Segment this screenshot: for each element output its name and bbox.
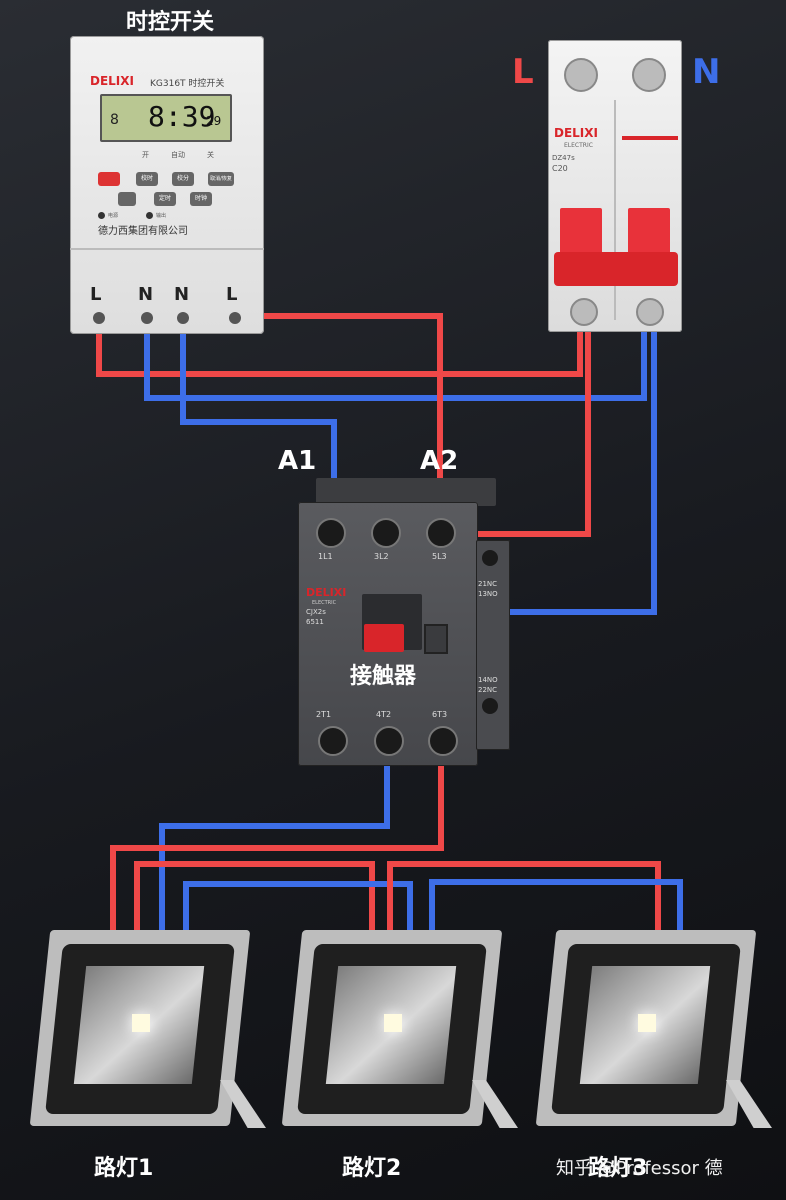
terminal-screw-icon bbox=[371, 518, 401, 548]
circuit-breaker: DELIXI ELECTRIC DZ47s C20 bbox=[548, 40, 682, 332]
neutral-wire-4t2-to-lamps bbox=[159, 740, 390, 935]
lcd-seconds: 29 bbox=[206, 114, 222, 128]
mode-button[interactable] bbox=[98, 172, 120, 186]
terminal-screw-icon bbox=[141, 312, 153, 324]
breaker-brand: DELIXI bbox=[554, 126, 598, 140]
contactor-model2: 6511 bbox=[306, 618, 324, 626]
contactor-label-a1: A1 bbox=[278, 446, 317, 476]
watermark: 知乎 @Professor 德 bbox=[556, 1158, 723, 1179]
timer-terminal-n1: N bbox=[138, 284, 154, 305]
contactor-label-a2: A2 bbox=[420, 446, 459, 476]
timer-set-button[interactable]: 定时 bbox=[154, 192, 176, 206]
street-lamp-1 bbox=[29, 930, 266, 1130]
terminal-screw-icon bbox=[426, 518, 456, 548]
terminal-screw-icon bbox=[93, 312, 105, 324]
neutral-wire-timer-to-a1 bbox=[180, 318, 337, 495]
timer-lcd: 8 8:39 29 bbox=[100, 94, 232, 142]
timer-model: KG316T 时控开关 bbox=[150, 79, 225, 89]
neutral-wire-timer-to-breaker bbox=[144, 316, 647, 401]
breaker-screw-icon bbox=[632, 58, 666, 92]
led-chip-icon bbox=[132, 1014, 150, 1032]
contactor-terminal-1l1: 1L1 bbox=[318, 552, 333, 561]
aux-22nc: 22NC bbox=[478, 686, 498, 694]
breaker-screw-icon bbox=[636, 298, 664, 326]
aux-21nc: 21NC bbox=[478, 580, 498, 588]
neutral-jumper-lamp2-lamp3 bbox=[429, 879, 683, 935]
lamp-label-1: 路灯1 bbox=[94, 1156, 154, 1181]
live-wire-6t3-to-lamps bbox=[110, 740, 444, 935]
breaker-label-l: L bbox=[512, 52, 534, 92]
terminal-screw-icon bbox=[428, 726, 458, 756]
timer-switch: DELIXI KG316T 时控开关 8 8:39 29 开 自动 关 校时 校… bbox=[70, 36, 264, 334]
street-lamp-2 bbox=[281, 930, 518, 1130]
aux-14no: 14NO bbox=[478, 676, 498, 684]
contactor-aux-block: 21NC 13NO 14NO 22NC bbox=[476, 540, 510, 750]
terminal-screw-icon bbox=[374, 726, 404, 756]
contactor-test-button[interactable] bbox=[364, 624, 404, 652]
terminal-screw-icon bbox=[482, 698, 498, 714]
breaker-screw-icon bbox=[564, 58, 598, 92]
mode-label-auto: 自动 bbox=[171, 151, 185, 159]
lcd-time: 8:39 bbox=[148, 100, 216, 133]
contactor-sub: ELECTRIC bbox=[312, 600, 337, 606]
output-indicator-label: 输出 bbox=[156, 213, 167, 219]
timer-terminal-n2: N bbox=[174, 284, 190, 305]
led-chip-icon bbox=[638, 1014, 656, 1032]
breaker-rating: C20 bbox=[552, 164, 568, 173]
contactor-brand: DELIXI bbox=[306, 586, 347, 599]
output-indicator-icon bbox=[146, 212, 153, 219]
breaker-screw-icon bbox=[570, 298, 598, 326]
contactor-terminal-5l3: 5L3 bbox=[432, 552, 447, 561]
lamp-label-2: 路灯2 bbox=[342, 1156, 402, 1181]
breaker-model: DZ47s bbox=[552, 154, 575, 162]
led-chip-icon bbox=[384, 1014, 402, 1032]
neutral-jumper-lamp1-lamp2 bbox=[183, 881, 413, 935]
set-minute-button[interactable]: 校分 bbox=[172, 172, 194, 186]
contactor-terminal-2t1: 2T1 bbox=[316, 710, 332, 719]
contactor-terminal-4t2: 4T2 bbox=[376, 710, 392, 719]
timer-brand: DELIXI bbox=[90, 74, 134, 88]
set-hour-button[interactable]: 校时 bbox=[136, 172, 158, 186]
lamp-label-3: 路灯3 bbox=[588, 1156, 648, 1181]
contactor-name: 接触器 bbox=[350, 664, 417, 689]
timer-company: 德力西集团有限公司 bbox=[98, 226, 188, 237]
breaker-sub: ELECTRIC bbox=[564, 142, 593, 149]
terminal-screw-icon bbox=[318, 726, 348, 756]
breaker-handle-right[interactable] bbox=[628, 208, 670, 258]
clock-button[interactable]: 时钟 bbox=[190, 192, 212, 206]
lcd-day: 8 bbox=[110, 112, 119, 128]
contactor-terminal-3l2: 3L2 bbox=[374, 552, 389, 561]
breaker-handle-bar[interactable] bbox=[554, 252, 678, 286]
contactor-model: CJX2s bbox=[306, 608, 326, 616]
breaker-handle-left[interactable] bbox=[560, 208, 602, 258]
small-button[interactable] bbox=[118, 192, 136, 206]
street-lamp-3 bbox=[535, 930, 772, 1130]
terminal-screw-icon bbox=[316, 518, 346, 548]
terminal-screw-icon bbox=[482, 550, 498, 566]
aux-13no: 13NO bbox=[478, 590, 498, 598]
mode-label-on: 开 bbox=[142, 151, 149, 159]
contactor: 1L1 3L2 5L3 DELIXI ELECTRIC CJX2s 6511 接… bbox=[298, 502, 478, 766]
terminal-screw-icon bbox=[229, 312, 241, 324]
timer-terminal-l1: L bbox=[90, 284, 102, 305]
live-wire-timer-to-a2 bbox=[234, 313, 443, 500]
timer-title: 时控开关 bbox=[126, 10, 215, 35]
power-indicator-label: 电源 bbox=[108, 213, 119, 219]
live-wire-breaker-to-5l3 bbox=[441, 316, 591, 537]
contactor-terminal-6t3: 6T3 bbox=[432, 710, 448, 719]
timer-terminal-l2: L bbox=[226, 284, 238, 305]
power-indicator-icon bbox=[98, 212, 105, 219]
cancel-restore-button[interactable]: 取消/恢复 bbox=[208, 172, 234, 186]
breaker-label-n: N bbox=[692, 52, 721, 92]
live-jumper-lamp1-lamp2 bbox=[134, 861, 375, 935]
live-wire-timer-to-breaker bbox=[96, 316, 583, 377]
mode-label-off: 关 bbox=[207, 151, 214, 159]
live-jumper-lamp2-lamp3 bbox=[387, 861, 661, 935]
terminal-screw-icon bbox=[177, 312, 189, 324]
